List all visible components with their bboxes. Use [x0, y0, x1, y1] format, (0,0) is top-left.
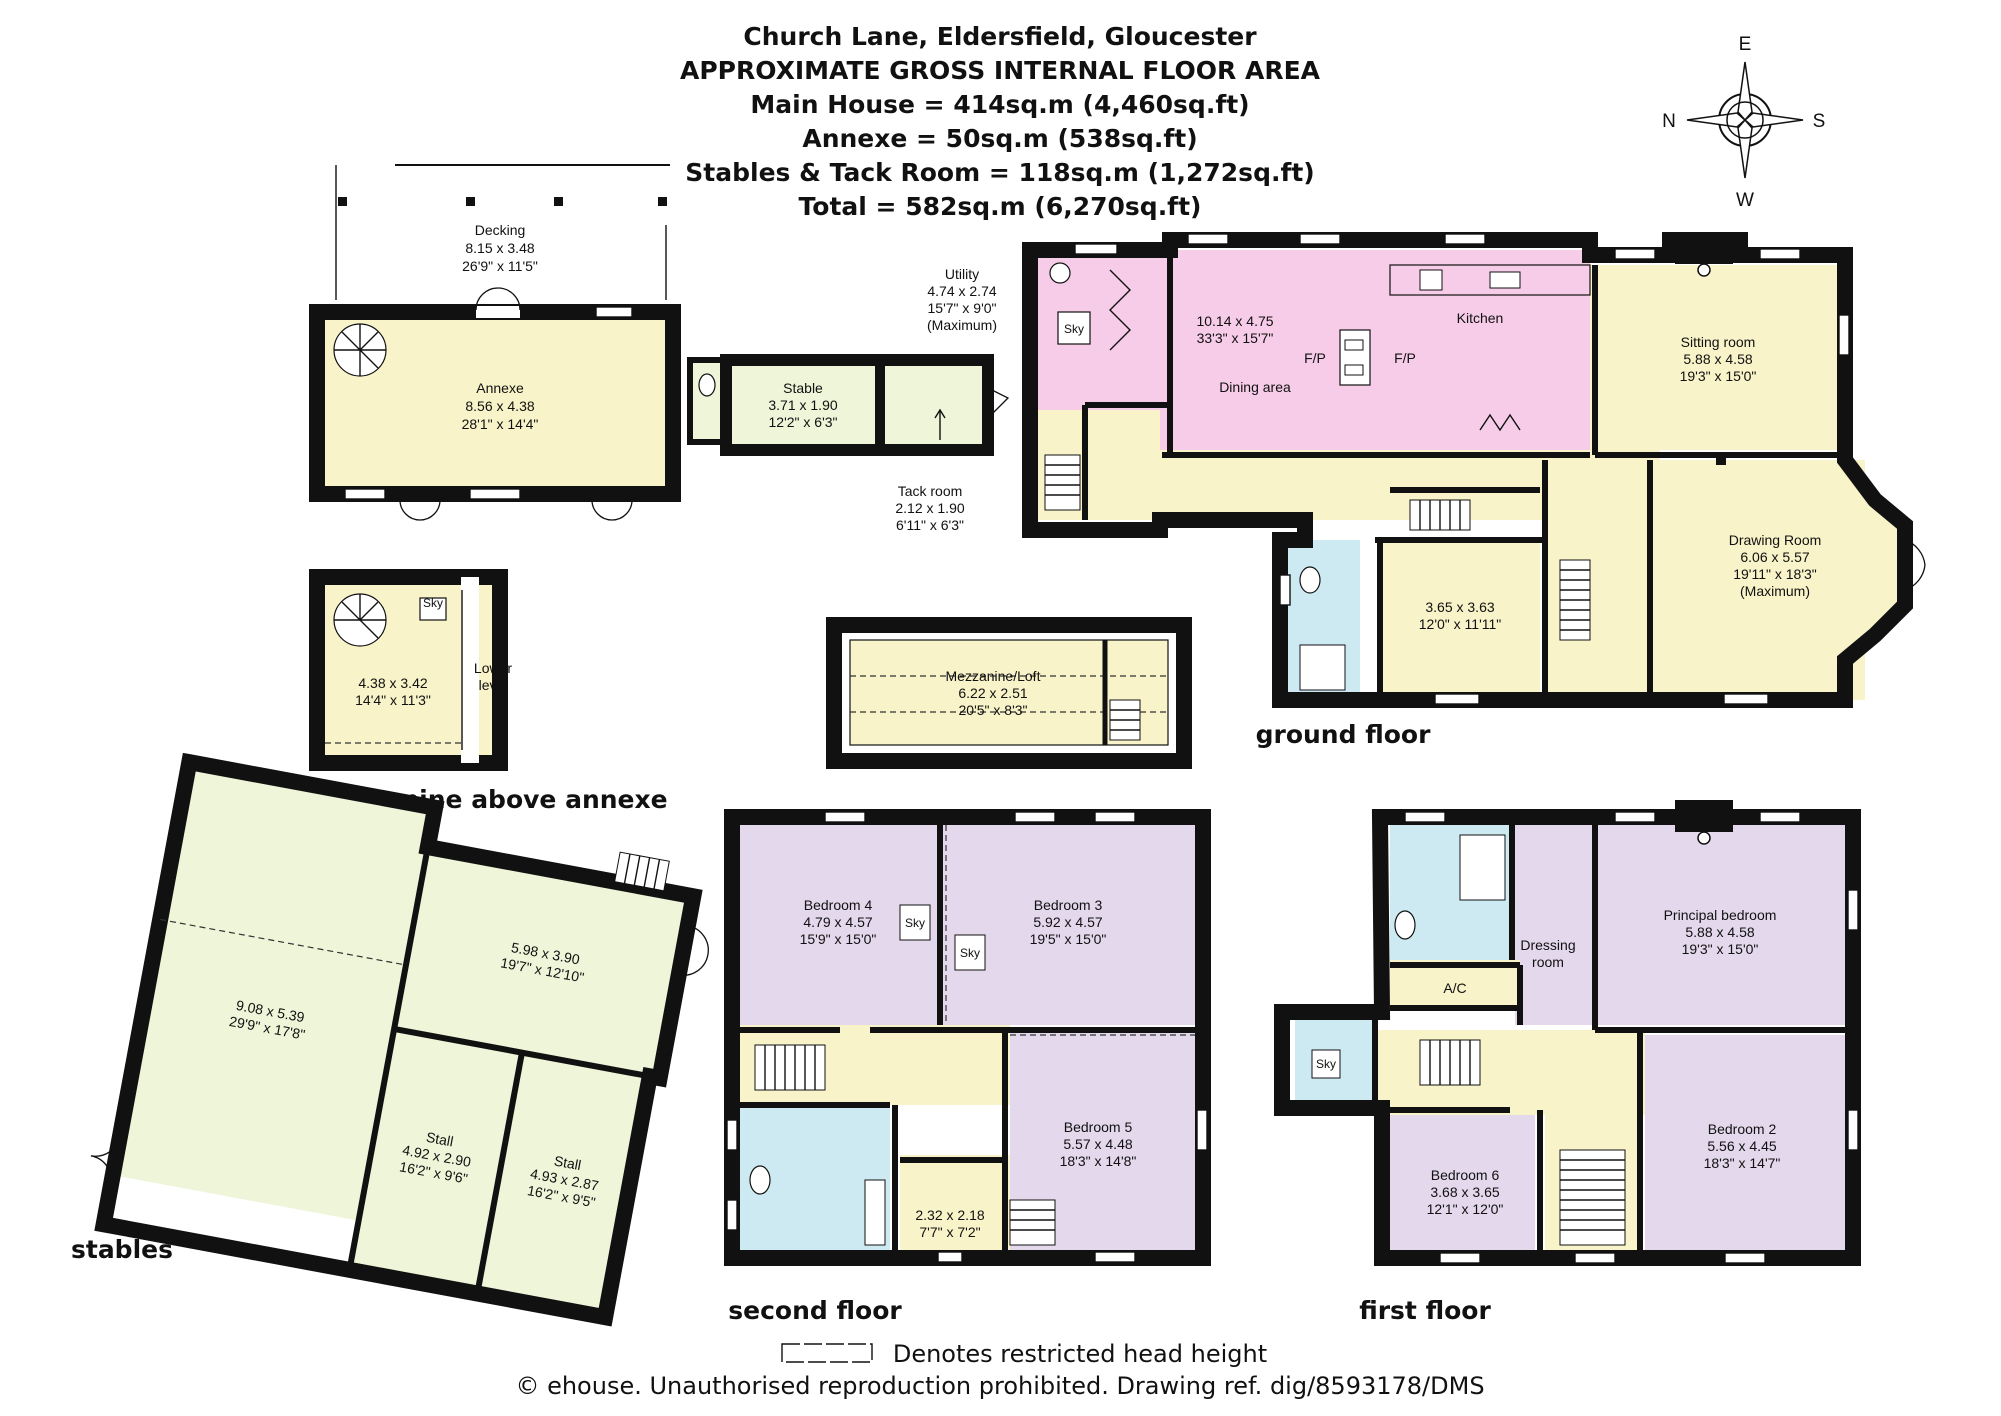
address-title: Church Lane, Eldersfield, Gloucester: [743, 22, 1257, 51]
tack-room-label: Tack room: [898, 483, 963, 499]
floor-label-first: first floor: [1359, 1296, 1491, 1325]
floor-label-ground: ground floor: [1256, 720, 1431, 749]
decking-metric: 8.15 x 3.48: [465, 240, 534, 256]
bedroom5-metric: 5.57 x 4.48: [1063, 1136, 1132, 1152]
utility-label: Utility: [945, 266, 979, 282]
sitting-room-label: Sitting room: [1681, 334, 1756, 350]
annexe-metric: 8.56 x 4.38: [465, 398, 534, 414]
ac-label: A/C: [1443, 980, 1466, 996]
bedroom2-imperial: 18'3" x 14'7": [1704, 1155, 1781, 1171]
ground-floor-plan: Sky Utility 4.74 x 2.74 15'7" x 9'0" (Ma…: [927, 232, 1926, 708]
floor-label-second: second floor: [728, 1296, 902, 1325]
stables-plan: 9.08 x 5.39 29'9" x 17'8" 5.98 x 3.90 19…: [90, 752, 709, 1327]
first-floor-plan: Sky Principal bedroom 5.88 x 4.58 19'3" …: [1274, 800, 1861, 1266]
bedroom2-label: Bedroom 2: [1708, 1121, 1777, 1137]
utility-metric: 4.74 x 2.74: [927, 283, 996, 299]
area-main-house: Main House = 414sq.m (4,460sq.ft): [750, 90, 1250, 119]
mezz-annexe-sky: Sky: [423, 596, 443, 610]
stable-tack-block: Stable 3.71 x 1.90 12'2" x 6'3" Tack roo…: [687, 354, 1010, 533]
bedroom6-label: Bedroom 6: [1431, 1167, 1500, 1183]
compass-south-label: S: [1813, 111, 1826, 132]
principal-bedroom-label: Principal bedroom: [1664, 907, 1777, 923]
utility-imperial: 15'7" x 9'0": [928, 300, 997, 316]
drawing-room-metric: 6.06 x 5.57: [1740, 549, 1809, 565]
bedroom3-metric: 5.92 x 4.57: [1033, 914, 1102, 930]
bedroom4-metric: 4.79 x 4.57: [803, 914, 872, 930]
bedroom5-label: Bedroom 5: [1064, 1119, 1133, 1135]
bedroom5-imperial: 18'3" x 14'8": [1060, 1153, 1137, 1169]
bedroom4-imperial: 15'9" x 15'0": [800, 931, 877, 947]
bedroom2-metric: 5.56 x 4.45: [1707, 1138, 1776, 1154]
stall2-label: Stall: [553, 1152, 583, 1173]
fireplace-label-1: F/P: [1304, 350, 1326, 366]
study-imperial: 12'0" x 11'11": [1419, 616, 1502, 632]
kitchen-imperial: 33'3" x 15'7": [1197, 330, 1274, 346]
stall1-label: Stall: [425, 1129, 455, 1150]
study-metric: 3.65 x 3.63: [1425, 599, 1494, 615]
fireplace-label-2: F/P: [1394, 350, 1416, 366]
tack-room-imperial: 6'11" x 6'3": [896, 517, 964, 533]
stable-label: Stable: [783, 380, 823, 396]
mezzanine-annexe-block: Sky 4.38 x 3.42 14'4" x 11'3" Lower leve…: [309, 569, 512, 771]
bedroom3-imperial: 19'5" x 15'0": [1030, 931, 1107, 947]
legend-text: Denotes restricted head height: [892, 1340, 1268, 1368]
dining-area-label: Dining area: [1219, 379, 1291, 395]
dressing-room-label-1: Dressing: [1520, 937, 1575, 953]
compass-rose: E N S W: [1662, 34, 1825, 211]
bedroom3-label: Bedroom 3: [1034, 897, 1103, 913]
second-floor-plan: Sky Sky Bedroom 4 4.79 x 4.57 15'9" x 15…: [724, 809, 1211, 1266]
kitchen-label: Kitchen: [1457, 310, 1504, 326]
copyright-text: © ehouse. Unauthorised reproduction proh…: [515, 1372, 1485, 1400]
mezz-loft-metric: 6.22 x 2.51: [958, 685, 1027, 701]
utility-note: (Maximum): [927, 317, 997, 333]
drawing-room-label: Drawing Room: [1729, 532, 1822, 548]
mezz-loft-label: Mezzanine/Loft: [946, 668, 1041, 684]
restricted-head-height-swatch: [781, 1343, 873, 1363]
lower-level-label-2: level: [479, 677, 508, 693]
sitting-room-imperial: 19'3" x 15'0": [1680, 368, 1757, 384]
drawing-room-imperial: 19'11" x 18'3": [1733, 566, 1817, 582]
bedroom4-sky: Sky: [905, 916, 925, 930]
compass-north-label: N: [1662, 111, 1676, 132]
sitting-room-metric: 5.88 x 4.58: [1683, 351, 1752, 367]
mezz-annexe-imperial: 14'4" x 11'3": [355, 692, 431, 708]
stable-metric: 3.71 x 1.90: [768, 397, 837, 413]
bedroom3-sky: Sky: [960, 946, 980, 960]
lower-level-label-1: Lower: [474, 660, 512, 676]
decking-label: Decking: [475, 222, 526, 238]
mezzanine-loft-block: Mezzanine/Loft 6.22 x 2.51 20'5" x 8'3": [826, 617, 1192, 769]
area-stables: Stables & Tack Room = 118sq.m (1,272sq.f…: [685, 158, 1315, 187]
compass-east-label: E: [1739, 34, 1752, 55]
compass-west-label: W: [1736, 190, 1754, 211]
box-room-metric: 2.32 x 2.18: [915, 1207, 984, 1223]
principal-bedroom-imperial: 19'3" x 15'0": [1682, 941, 1759, 957]
annexe-block: Decking 8.15 x 3.48 26'9" x 11'5" Annexe…: [309, 164, 681, 521]
annexe-imperial: 28'1" x 14'4": [462, 416, 539, 432]
floor-label-stables: stables: [71, 1235, 173, 1264]
drawing-room-note: (Maximum): [1740, 583, 1810, 599]
utility-sky: Sky: [1064, 322, 1084, 336]
bedroom6-imperial: 12'1" x 12'0": [1427, 1201, 1504, 1217]
bedroom4-label: Bedroom 4: [804, 897, 873, 913]
box-room-imperial: 7'7" x 7'2": [919, 1224, 980, 1240]
annexe-label: Annexe: [476, 380, 524, 396]
dressing-room-label-2: room: [1532, 954, 1564, 970]
area-annexe: Annexe = 50sq.m (538sq.ft): [802, 124, 1198, 153]
bedroom6-metric: 3.68 x 3.65: [1430, 1184, 1499, 1200]
area-subtitle: APPROXIMATE GROSS INTERNAL FLOOR AREA: [679, 56, 1321, 85]
tack-room-metric: 2.12 x 1.90: [895, 500, 964, 516]
mezz-loft-imperial: 20'5" x 8'3": [959, 702, 1028, 718]
decking-imperial: 26'9" x 11'5": [462, 258, 538, 274]
first-floor-sky: Sky: [1316, 1057, 1336, 1071]
principal-bedroom-metric: 5.88 x 4.58: [1685, 924, 1754, 940]
kitchen-metric: 10.14 x 4.75: [1196, 313, 1273, 329]
stable-imperial: 12'2" x 6'3": [769, 414, 838, 430]
area-total: Total = 582sq.m (6,270sq.ft): [798, 192, 1202, 221]
mezz-annexe-metric: 4.38 x 3.42: [358, 675, 427, 691]
